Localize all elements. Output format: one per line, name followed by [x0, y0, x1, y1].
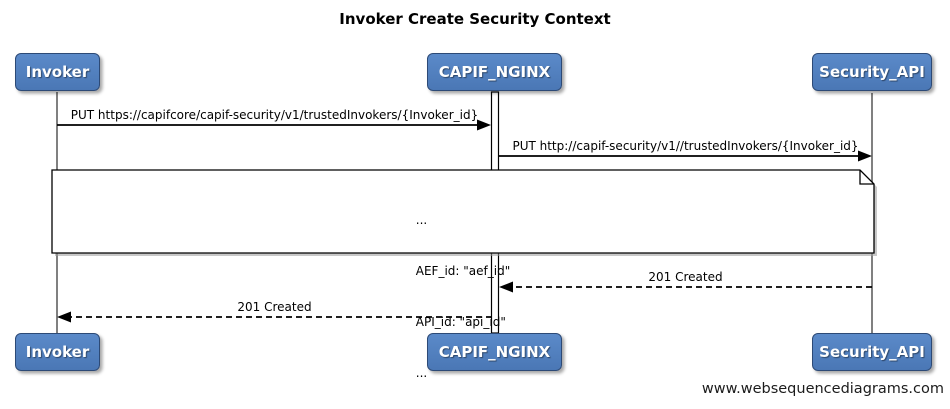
- participant-label: Security_API: [819, 63, 925, 81]
- arrowhead-left-icon: [57, 311, 71, 323]
- participant-label: Security_API: [819, 343, 925, 361]
- message-label-put-capif-security: PUT http://capif-security/v1//trustedInv…: [512, 139, 859, 153]
- note-line: ...: [415, 213, 428, 227]
- arrowhead-left-icon: [499, 281, 513, 293]
- diagram-title: Invoker Create Security Context: [339, 10, 611, 28]
- participant-invoker-top: Invoker: [15, 53, 100, 91]
- participant-label: Invoker: [25, 343, 90, 361]
- arrowhead-right-icon: [858, 150, 872, 162]
- participant-capif-nginx-bottom: CAPIF_NGINX: [427, 333, 562, 371]
- note-line: ...: [415, 366, 428, 380]
- note-box: [51, 169, 875, 254]
- participant-security-api-bottom: Security_API: [812, 333, 932, 371]
- note-line: API_id: "api_id": [415, 315, 506, 329]
- note-line: AEF_id: "aef_id": [415, 264, 511, 278]
- message-label-201-created-2: 201 Created: [237, 300, 312, 314]
- arrowhead-right-icon: [477, 119, 491, 131]
- message-label-put-trusted-invokers: PUT https://capifcore/capif-security/v1/…: [70, 108, 479, 122]
- participant-label: CAPIF_NGINX: [438, 343, 551, 361]
- message-label-201-created-1: 201 Created: [648, 270, 723, 284]
- participant-label: CAPIF_NGINX: [438, 63, 551, 81]
- participant-security-api-top: Security_API: [812, 53, 932, 91]
- participant-invoker-bottom: Invoker: [15, 333, 100, 371]
- note-content: ... AEF_id: "aef_id" API_id: "api_id" ..…: [52, 178, 874, 409]
- note-fold-icon: [859, 170, 874, 185]
- participant-capif-nginx-top: CAPIF_NGINX: [427, 53, 562, 91]
- participant-label: Invoker: [25, 63, 90, 81]
- watermark-websequencediagrams: www.websequencediagrams.com: [701, 381, 944, 397]
